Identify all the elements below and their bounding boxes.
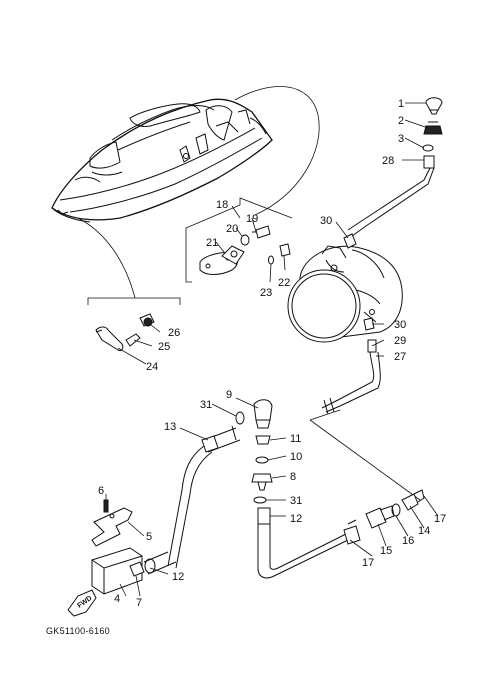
callout-13: 13	[164, 421, 176, 433]
callout-11: 11	[290, 433, 301, 445]
callout-7: 7	[136, 597, 142, 609]
callout-sweep-line	[77, 217, 136, 299]
callout-18: 18	[216, 199, 228, 211]
callout-17-left: 17	[362, 557, 374, 569]
leader-lines	[105, 102, 439, 597]
callout-29: 29	[394, 335, 406, 347]
elbow-9	[253, 399, 273, 429]
callout-sweep-line	[234, 86, 320, 216]
group-bracket	[87, 297, 181, 305]
callout-24: 24	[146, 361, 158, 373]
callout-9: 9	[226, 389, 232, 401]
callout-1: 1	[398, 98, 404, 110]
fitting-30-upper	[343, 233, 357, 249]
fitting-row-14-17	[347, 489, 425, 529]
callout-30-upper: 30	[320, 215, 332, 227]
callout-3: 3	[398, 133, 404, 145]
callout-27: 27	[394, 351, 406, 363]
clamp-31	[235, 411, 245, 425]
forward-arrow: FWD	[67, 589, 97, 617]
callout-31-upper: 31	[200, 399, 212, 411]
callout-15: 15	[380, 545, 392, 557]
fitting-30-lower	[363, 317, 375, 331]
diagram-code: GK51100-6160	[46, 626, 110, 636]
hose-13	[167, 425, 241, 569]
callout-6: 6	[98, 485, 104, 497]
bracket-5	[91, 507, 133, 547]
callout-22: 22	[278, 277, 290, 289]
callout-16: 16	[402, 535, 414, 547]
callout-4: 4	[114, 593, 120, 605]
hose-27	[321, 339, 381, 415]
box-4	[91, 547, 145, 595]
callout-8: 8	[290, 471, 296, 483]
callout-19: 19	[246, 213, 258, 225]
callout-line	[309, 419, 421, 501]
watercraft-illustration	[51, 98, 273, 223]
vent-cap-assembly	[347, 97, 443, 237]
callout-line	[309, 409, 341, 421]
callout-30-lower: 30	[394, 319, 406, 331]
hose-end-12	[143, 551, 177, 575]
callout-17-right: 17	[434, 513, 446, 525]
callout-12-left: 12	[172, 571, 184, 583]
callout-10: 10	[290, 451, 302, 463]
callout-20: 20	[226, 223, 238, 235]
callout-21: 21	[206, 237, 218, 249]
callout-12-right: 12	[290, 513, 302, 525]
fitting-group-18-23	[199, 225, 291, 275]
callout-5: 5	[146, 531, 152, 543]
callout-2: 2	[398, 115, 404, 127]
callout-labels: 1 2 3 28 30 18 19 20 21 22 23 30 29 27 2…	[98, 98, 446, 609]
group-bracket	[185, 197, 293, 283]
callout-31-lower: 31	[290, 495, 302, 507]
callout-14: 14	[418, 525, 430, 537]
pump-housing	[287, 245, 403, 343]
valve-column	[251, 435, 361, 579]
callout-28: 28	[382, 155, 394, 167]
callout-23: 23	[260, 287, 272, 299]
hose-clip-group	[95, 313, 155, 351]
bolt-6	[103, 499, 109, 513]
callout-26: 26	[168, 327, 180, 339]
callout-25: 25	[158, 341, 170, 353]
